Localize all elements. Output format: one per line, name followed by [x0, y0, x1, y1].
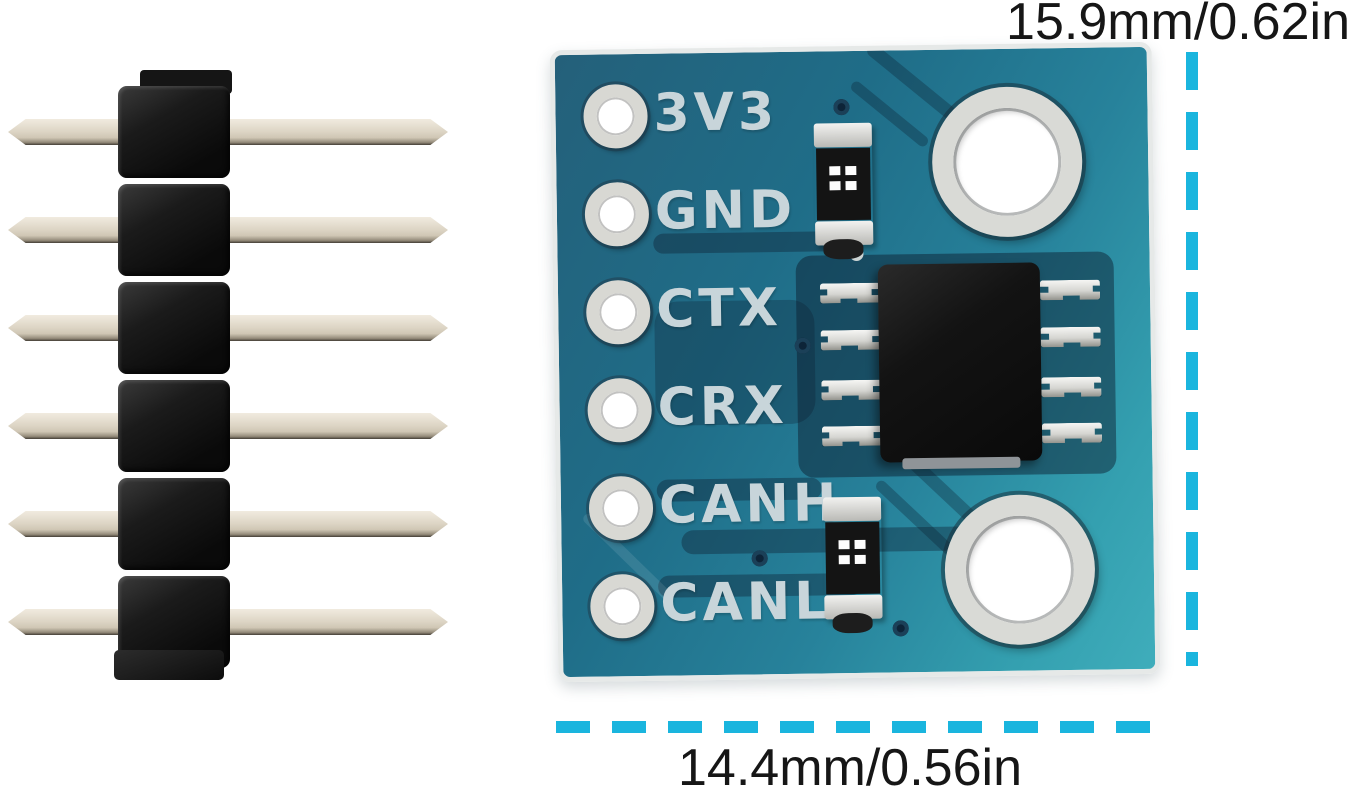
pad-label-ctx: CTX	[655, 278, 783, 340]
pcb-module: 3V3 GND CTX CRX CANH CANL	[549, 41, 1161, 683]
header-body-segment	[118, 380, 230, 472]
pad-label-gnd: GND	[654, 179, 797, 242]
ic-chip	[877, 262, 1043, 470]
header-body-segment	[118, 184, 230, 276]
via	[794, 337, 811, 354]
pad-hole-ctx	[585, 279, 651, 345]
smd-body	[816, 147, 872, 221]
mounting-hole-bottom	[943, 493, 1096, 646]
mounting-hole-top	[931, 85, 1084, 238]
header-body-segment	[118, 478, 230, 570]
height-dimension-line	[1186, 52, 1198, 666]
smd-marking	[829, 166, 841, 176]
smd-terminal	[813, 122, 872, 148]
width-dimension-line	[556, 721, 1150, 733]
via	[892, 620, 909, 637]
via	[751, 550, 768, 567]
pin-header	[0, 0, 470, 800]
width-dimension-label: 14.4mm/0.56in	[678, 739, 1022, 797]
pad-label-canh: CANH	[658, 473, 841, 536]
pad-hole-canh	[588, 475, 654, 541]
ic-base	[902, 456, 1021, 470]
header-body-segment	[118, 86, 230, 178]
smd-marking	[838, 540, 850, 550]
pad-hole-canl	[589, 573, 655, 639]
smd-solder-blob	[832, 612, 873, 634]
smd-resistor-bottom	[822, 496, 883, 634]
header-bottom-tab	[114, 650, 224, 680]
smd-resistor-top	[813, 122, 874, 260]
pad-label-crx: CRX	[657, 375, 789, 438]
smd-terminal	[822, 496, 882, 522]
pad-hole-gnd	[584, 181, 650, 247]
header-body-segment	[118, 282, 230, 374]
pad-label-canl: CANL	[659, 571, 832, 634]
pad-hole-crx	[587, 377, 653, 443]
height-dimension-label: 15.9mm/0.62in	[1006, 0, 1350, 51]
smd-solder-blob	[823, 238, 864, 260]
pad-label-3v3: 3V3	[653, 82, 779, 144]
pad-hole-3v3	[583, 83, 648, 149]
smd-body	[825, 521, 881, 595]
via	[833, 99, 850, 116]
